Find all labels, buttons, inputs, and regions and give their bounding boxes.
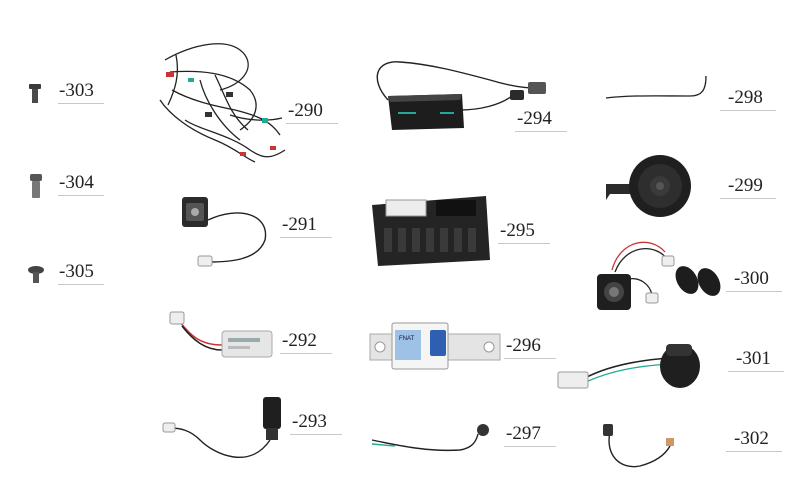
label-underline	[515, 131, 567, 132]
cable-297-icon	[371, 424, 489, 452]
sensor-293-icon	[162, 397, 281, 458]
module-292-icon	[169, 311, 273, 358]
part-label-292: -292	[282, 330, 317, 351]
label-underline	[286, 123, 338, 124]
part-label-300: -300	[734, 268, 769, 289]
part-label-301: -301	[736, 348, 771, 369]
label-underline	[728, 371, 784, 372]
label-underline	[290, 434, 342, 435]
cable-302-icon	[603, 424, 674, 468]
part-label-298: -298	[728, 87, 763, 108]
part-label-297: -297	[506, 423, 541, 444]
label-underline	[720, 198, 776, 199]
sensor-301-icon	[557, 344, 700, 389]
wiring-harness-290-icon	[159, 43, 286, 163]
switch-291-icon	[182, 197, 267, 267]
part-label-294: -294	[517, 108, 552, 129]
part-label-305: -305	[59, 261, 94, 282]
label-underline	[720, 110, 776, 111]
part-label-296: -296	[506, 335, 541, 356]
part-label-302: -302	[734, 428, 769, 449]
charger-294-icon	[376, 61, 546, 130]
label-underline	[498, 243, 550, 244]
ignition-300-icon	[597, 241, 721, 310]
part-label-295: -295	[500, 220, 535, 241]
breaker-296-icon: FNAT	[369, 322, 501, 370]
label-underline	[280, 353, 332, 354]
label-underline	[504, 446, 556, 447]
part-label-304: -304	[59, 172, 94, 193]
label-underline	[58, 103, 104, 104]
breaker-brand-text: FNAT	[399, 336, 415, 342]
part-label-293: -293	[292, 411, 327, 432]
label-underline	[726, 451, 782, 452]
label-underline	[280, 237, 332, 238]
part-label-290: -290	[288, 100, 323, 121]
label-underline	[726, 291, 782, 292]
bolt-305-icon	[28, 266, 44, 283]
part-label-303: -303	[59, 80, 94, 101]
label-underline	[58, 284, 104, 285]
part-label-291: -291	[282, 214, 317, 235]
horn-299-icon	[606, 155, 691, 217]
bolt-303-icon	[29, 84, 41, 103]
label-underline	[58, 195, 104, 196]
label-underline	[504, 358, 556, 359]
cable-298-icon	[605, 75, 707, 99]
bolt-304-icon	[30, 174, 42, 198]
part-label-299: -299	[728, 175, 763, 196]
controller-295-icon	[372, 196, 490, 266]
